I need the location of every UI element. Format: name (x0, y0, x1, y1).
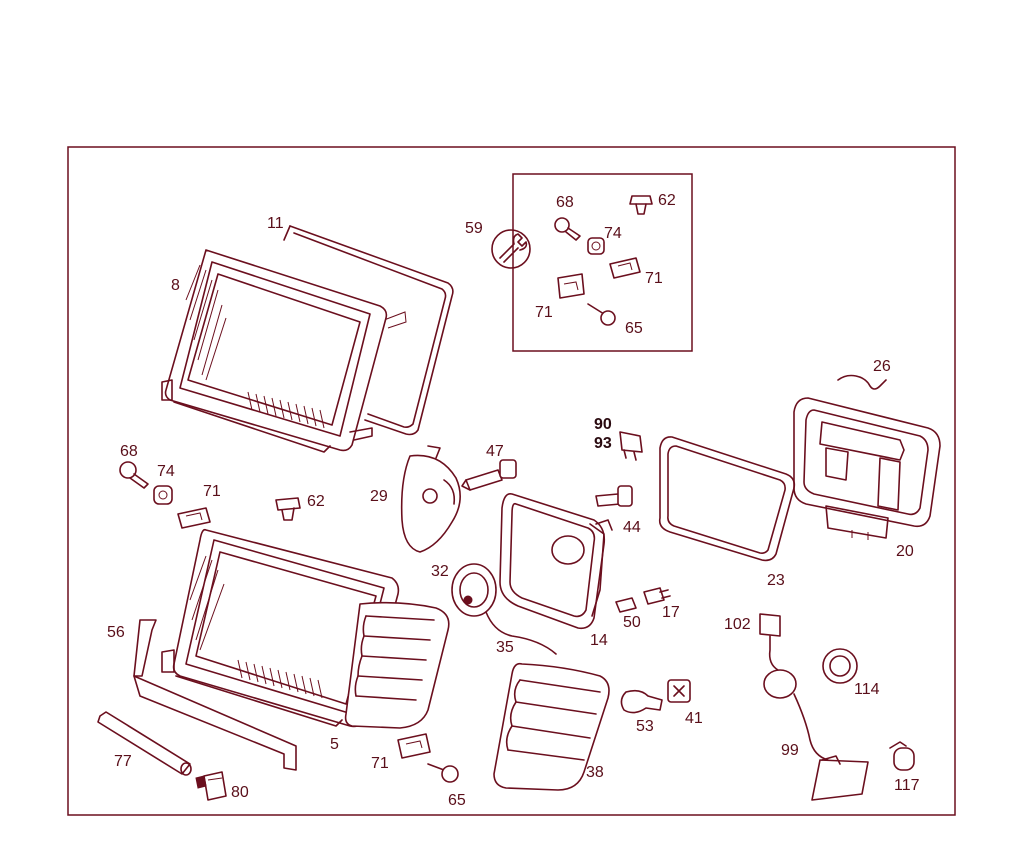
hardware-kit-box (512, 173, 693, 352)
label-62: 62 (307, 493, 325, 510)
part-56-bracket (133, 619, 297, 771)
part-90-93-connector (619, 431, 643, 461)
part-47-bulb (461, 459, 517, 491)
part-8-headlamp-lens (161, 249, 388, 453)
label-14: 14 (590, 632, 608, 649)
part-41-bulb-holder (667, 679, 691, 703)
kit-clip-62 (629, 195, 653, 215)
part-114-grommet (822, 648, 858, 684)
label-65-lower: 65 (448, 792, 466, 809)
part-17-bulb (643, 587, 671, 605)
label-68-kit: 68 (556, 194, 574, 211)
label-29: 29 (370, 488, 388, 505)
kit-screw-68 (554, 217, 581, 241)
part-99-wiring-harness (763, 669, 869, 801)
part-117-bulb (889, 741, 915, 771)
label-26: 26 (873, 358, 891, 375)
label-17: 17 (662, 604, 680, 621)
label-74: 74 (157, 463, 175, 480)
label-20: 20 (896, 543, 914, 560)
screw-68 (119, 461, 149, 489)
label-90: 90 (594, 416, 612, 433)
label-80: 80 (231, 784, 249, 801)
label-65-kit: 65 (625, 320, 643, 337)
label-114: 114 (854, 681, 880, 698)
label-32: 32 (431, 563, 449, 580)
nut-74 (153, 485, 173, 505)
part-20-housing (793, 397, 941, 540)
label-44: 44 (623, 519, 641, 536)
kit-clip-71-right (609, 257, 641, 279)
label-71-kit-left: 71 (535, 304, 553, 321)
part-50-bulb (615, 597, 637, 613)
label-71-lower: 71 (371, 755, 389, 772)
part-5-headlamp-assembly (161, 528, 450, 729)
part-35-wire (485, 611, 557, 655)
wrench-icon (491, 229, 531, 269)
label-41: 41 (685, 710, 703, 727)
part-102-connector (759, 613, 781, 671)
diagram-frame (67, 146, 956, 816)
label-5: 5 (330, 736, 339, 753)
part-23-gasket (658, 436, 796, 562)
part-26-spring (837, 374, 887, 390)
label-62-kit: 62 (658, 192, 676, 209)
label-35: 35 (496, 639, 514, 656)
label-117: 117 (894, 777, 920, 794)
label-11: 11 (267, 215, 284, 232)
part-80-clip (195, 771, 227, 801)
label-59: 59 (465, 220, 483, 237)
label-77: 77 (114, 753, 132, 770)
label-71-kit-right: 71 (645, 270, 663, 287)
screw-65-lower (427, 763, 459, 783)
label-71: 71 (203, 483, 221, 500)
label-50: 50 (623, 614, 641, 631)
part-11-seal-frame (283, 225, 454, 436)
kit-nut-74 (587, 237, 605, 255)
kit-clip-71-left (557, 273, 585, 299)
label-38: 38 (586, 764, 604, 781)
label-74-kit: 74 (604, 225, 622, 242)
clip-62 (275, 497, 301, 521)
clip-71 (177, 507, 211, 529)
label-56: 56 (107, 624, 125, 641)
label-99: 99 (781, 742, 799, 759)
part-14-reflector-body (499, 492, 613, 630)
kit-screw-65 (587, 303, 616, 326)
part-29-reflector-cover (400, 445, 461, 553)
part-38-indicator-lens (493, 662, 610, 791)
part-32-socket (451, 563, 497, 617)
label-47: 47 (486, 443, 504, 460)
part-77-rod (97, 711, 192, 776)
label-23: 23 (767, 572, 785, 589)
clip-71-lower (397, 733, 431, 759)
label-68: 68 (120, 443, 138, 460)
label-93: 93 (594, 435, 612, 452)
label-8: 8 (171, 277, 180, 294)
part-53-bulb (620, 689, 663, 714)
label-53: 53 (636, 718, 654, 735)
label-102: 102 (724, 616, 751, 633)
part-44-bulb (595, 485, 633, 507)
